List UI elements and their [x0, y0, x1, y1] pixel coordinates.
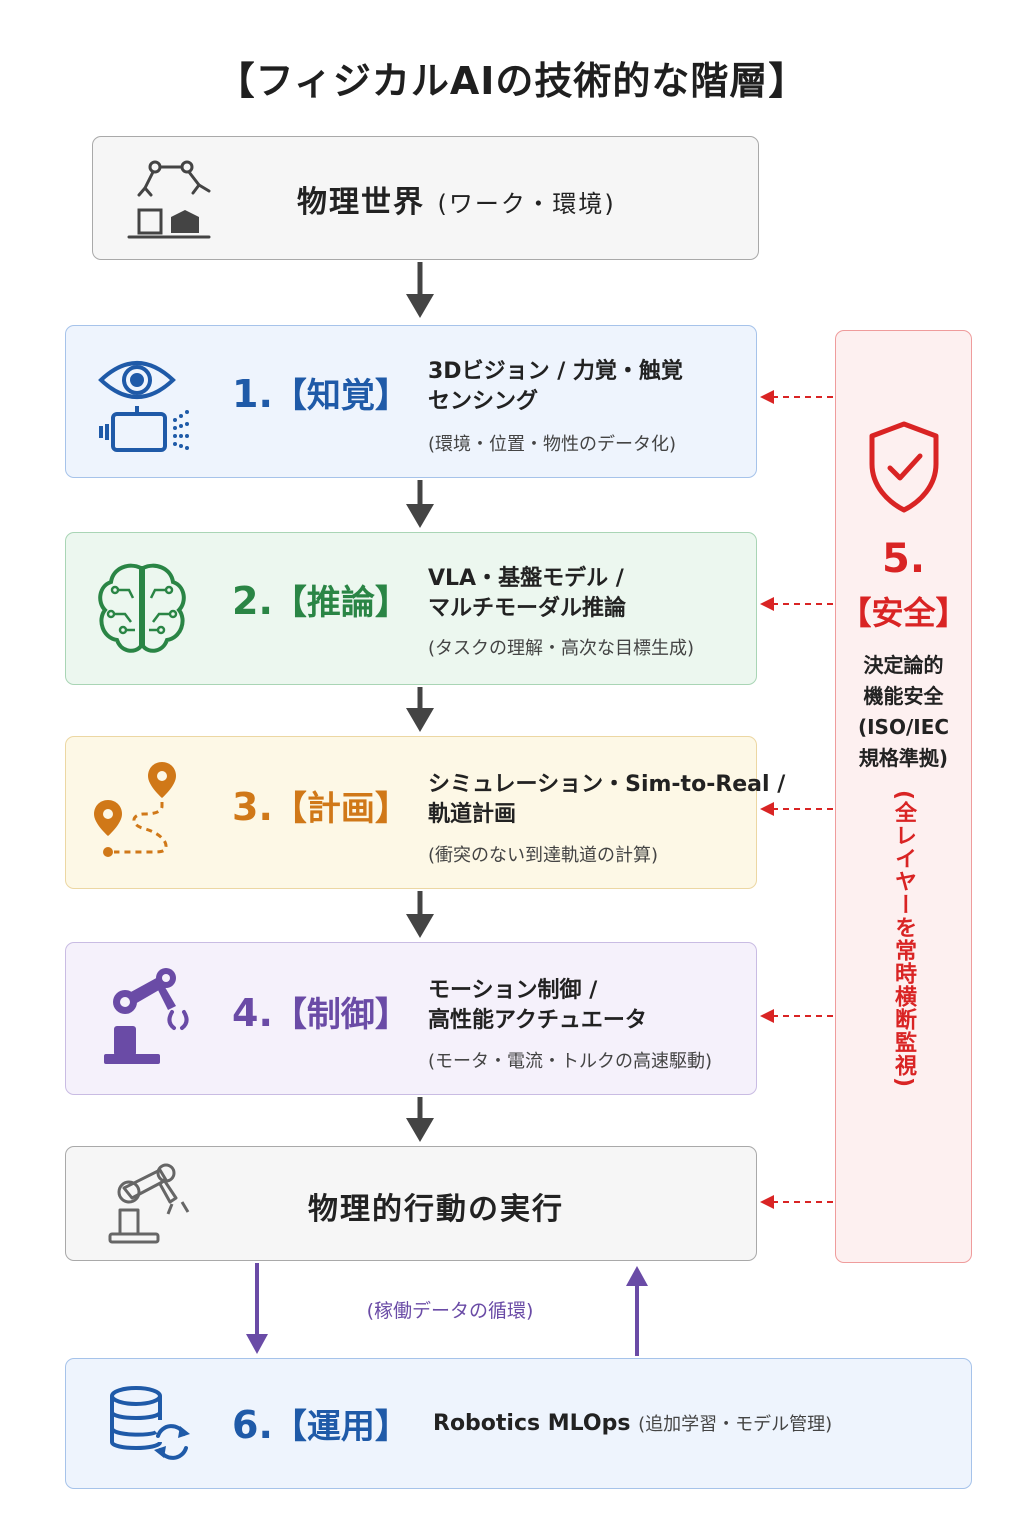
eye-camera-sensor-icon: [98, 361, 189, 452]
safety-title: 【安全】: [839, 594, 968, 632]
safety-vertical-note: (全レイヤーを常時横断監視): [891, 790, 916, 1089]
shield-check-icon: [869, 421, 939, 513]
database-sync-icon: [110, 1386, 190, 1460]
layer-planning-sub: (衝突のない到達軌道の計算): [428, 845, 659, 866]
robot-gripper-box-icon: [127, 160, 211, 239]
layer-reasoning-title: 2.【推論】: [232, 579, 409, 623]
page-title: 【フィジカルAIの技術的な階層】: [216, 59, 808, 103]
data-loop-label: (稼働データの循環): [366, 1300, 534, 1322]
layer-operations-box: [65, 1358, 972, 1489]
layer-perception-desc: 3Dビジョン / 力覚・触覚センシング: [428, 359, 683, 414]
safety-number: 5.: [881, 536, 926, 582]
layer-reasoning-sub: (タスクの理解・高次な目標生成): [428, 638, 695, 659]
layer-perception-box: [65, 325, 757, 478]
physical-world-label: 物理世界 (ワーク・環境): [297, 185, 616, 220]
brain-circuit-icon: [98, 563, 186, 653]
route-path-icon: [94, 762, 176, 857]
layer-planning-box: [65, 736, 757, 889]
layer-perception-sub: (環境・位置・物性のデータ化): [428, 434, 677, 455]
robot-arm-icon: [104, 968, 189, 1064]
layer-reasoning-desc: VLA・基盤モデル /マルチモーダル推論: [428, 566, 627, 621]
safety-box: [835, 330, 972, 1263]
layer-operations-title: 6.【運用】: [232, 1403, 409, 1447]
robot-arm-gray-icon: [108, 1163, 190, 1244]
layer-perception-title: 1.【知覚】: [232, 372, 409, 416]
layer-planning-title: 3.【計画】: [232, 785, 409, 829]
layer-control-title: 4.【制御】: [232, 991, 409, 1035]
execution-label: 物理的行動の実行: [308, 1192, 564, 1227]
execution-box: [65, 1146, 757, 1261]
layer-planning-desc: シミュレーション・Sim-to-Real /軌道計画: [428, 772, 786, 827]
layer-control-sub: (モータ・電流・トルクの高速駆動): [428, 1051, 713, 1072]
safety-desc: 決定論的 機能安全 (ISO/IEC 規格準拠): [857, 653, 950, 770]
layer-operations-desc: Robotics MLOps (追加学習・モデル管理): [433, 1411, 833, 1436]
physical-world-box: [92, 136, 759, 260]
layer-control-box: [65, 942, 757, 1095]
layer-control-desc: モーション制御 /高性能アクチュエータ: [428, 978, 647, 1033]
